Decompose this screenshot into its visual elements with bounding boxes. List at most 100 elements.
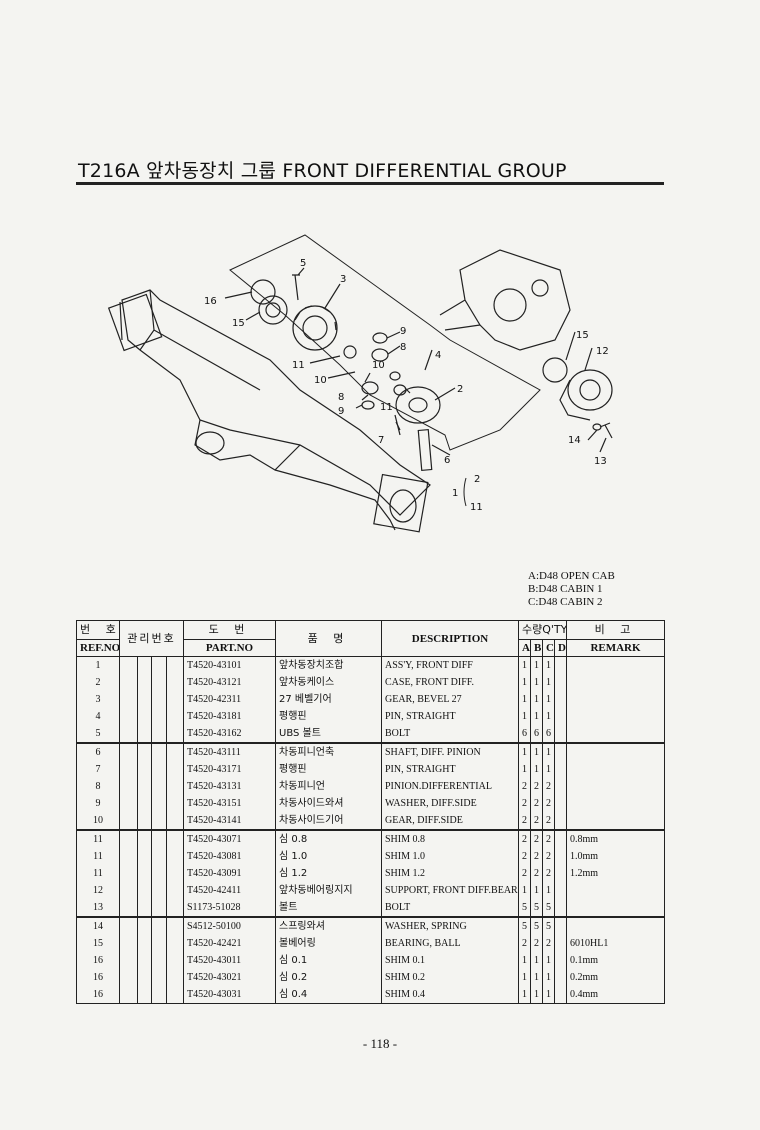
ref-cell: 9 <box>76 795 120 812</box>
qty-b-cell: 1 <box>530 708 543 725</box>
qty-b-cell: 6 <box>530 725 543 744</box>
header-description: DESCRIPTION <box>381 620 519 657</box>
mgmt-cell <box>119 725 184 744</box>
description-cell: SHIM 0.2 <box>381 969 519 986</box>
part-no-cell: T4520-43131 <box>183 778 276 795</box>
ref-cell: 6 <box>76 742 120 761</box>
header-remark-en: REMARK <box>566 639 665 657</box>
mgmt-cell <box>119 656 184 674</box>
qty-d-cell <box>554 742 567 761</box>
label-8-bottom: 8 <box>338 392 344 403</box>
ref-cell: 1 <box>76 656 120 674</box>
part-no-cell: T4520-42411 <box>183 882 276 899</box>
qty-a-cell: 5 <box>518 916 531 935</box>
qty-b-cell: 2 <box>530 935 543 952</box>
part-no-cell: T4520-43091 <box>183 865 276 882</box>
ref-cell: 5 <box>76 725 120 744</box>
qty-c-cell: 2 <box>542 848 555 865</box>
qty-a-cell: 1 <box>518 708 531 725</box>
qty-a-cell: 1 <box>518 656 531 674</box>
part-name-cell: 평행핀 <box>275 708 382 725</box>
mgmt-cell <box>119 882 184 899</box>
remark-cell: 0.2mm <box>566 969 665 986</box>
mgmt-cell <box>119 708 184 725</box>
remark-cell: 1.0mm <box>566 848 665 865</box>
part-no-cell: T4520-43101 <box>183 656 276 674</box>
axle-housing <box>121 289 431 516</box>
qty-c-cell: 2 <box>542 829 555 848</box>
qty-b-cell: 2 <box>530 795 543 812</box>
mgmt-cell <box>119 952 184 969</box>
header-qty-d: D <box>554 639 567 657</box>
part-no-cell: T4520-42311 <box>183 691 276 708</box>
remark-cell <box>566 761 665 778</box>
part-no-cell: T4520-43071 <box>183 829 276 848</box>
ref-cell: 16 <box>76 969 120 986</box>
remark-cell <box>566 812 665 831</box>
qty-b-cell: 2 <box>530 865 543 882</box>
label-14: 14 <box>568 435 581 446</box>
description-cell: GEAR, DIFF.SIDE <box>381 812 519 831</box>
description-cell: SHIM 0.1 <box>381 952 519 969</box>
part-name-cell: 심 0.1 <box>275 952 382 969</box>
ref-cell: 13 <box>76 899 120 918</box>
description-cell: SHIM 1.0 <box>381 848 519 865</box>
label-7: 7 <box>378 435 384 446</box>
remark-cell <box>566 778 665 795</box>
qty-a-cell: 1 <box>518 691 531 708</box>
part-name-cell: 차동피니언 <box>275 778 382 795</box>
qty-a-cell: 1 <box>518 882 531 899</box>
qty-d-cell <box>554 674 567 691</box>
qty-c-cell: 1 <box>542 691 555 708</box>
model-legend: A:D48 OPEN CAB B:D48 CABIN 1 C:D48 CABIN… <box>528 570 615 609</box>
header-ref-ko: 번 호 <box>76 620 120 640</box>
mgmt-cell <box>119 761 184 778</box>
part-no-cell: S1173-51028 <box>183 899 276 918</box>
ref-cell: 2 <box>76 674 120 691</box>
qty-b-cell: 1 <box>530 986 543 1004</box>
qty-a-cell: 1 <box>518 969 531 986</box>
part-no-cell: T4520-43111 <box>183 742 276 761</box>
part-no-cell: T4520-43081 <box>183 848 276 865</box>
part-no-cell: T4520-43162 <box>183 725 276 744</box>
label-2: 2 <box>457 384 463 395</box>
qty-d-cell <box>554 952 567 969</box>
part-name-cell: 심 0.4 <box>275 986 382 1004</box>
qty-b-cell: 2 <box>530 778 543 795</box>
qty-b-cell: 5 <box>530 899 543 918</box>
label-4: 4 <box>435 350 441 361</box>
page-number: - 118 - <box>362 1036 398 1051</box>
part-name-cell: 차동피니언축 <box>275 742 382 761</box>
ref-cell: 11 <box>76 829 120 848</box>
qty-c-cell: 2 <box>542 812 555 831</box>
ref-cell: 15 <box>76 935 120 952</box>
header-part-en: PART.NO <box>183 639 276 657</box>
qty-d-cell <box>554 761 567 778</box>
remark-cell <box>566 882 665 899</box>
ref-cell: 11 <box>76 848 120 865</box>
mgmt-cell <box>119 674 184 691</box>
qty-c-cell: 1 <box>542 986 555 1004</box>
qty-c-cell: 2 <box>542 778 555 795</box>
qty-c-cell: 2 <box>542 935 555 952</box>
qty-c-cell: 1 <box>542 969 555 986</box>
part-no-cell: T4520-43031 <box>183 986 276 1004</box>
qty-b-cell: 1 <box>530 742 543 761</box>
ref-cell: 16 <box>76 952 120 969</box>
qty-a-cell: 5 <box>518 899 531 918</box>
remark-cell <box>566 795 665 812</box>
description-cell: BOLT <box>381 725 519 744</box>
part-name-cell: UBS 볼트 <box>275 725 382 744</box>
mgmt-cell <box>119 899 184 918</box>
header-qty-c: C <box>542 639 555 657</box>
qty-c-cell: 1 <box>542 742 555 761</box>
qty-a-cell: 2 <box>518 778 531 795</box>
